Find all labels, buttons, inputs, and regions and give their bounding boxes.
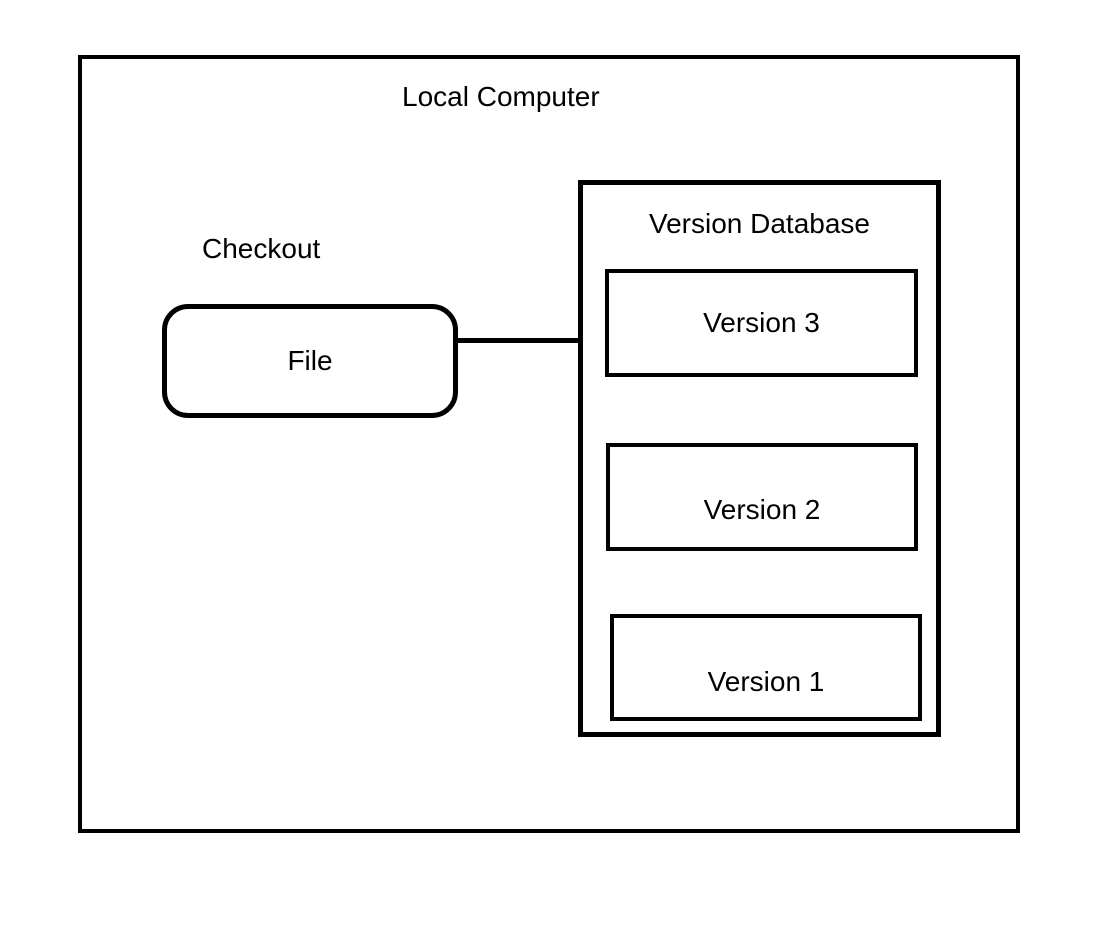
version-database-box: Version Database Version 3 Version 2 Ver… — [578, 180, 941, 737]
version-3-label: Version 3 — [703, 307, 820, 338]
file-node-label: File — [287, 345, 333, 376]
version-1-label: Version 1 — [707, 665, 825, 697]
file-to-version3-connector-line — [456, 338, 607, 343]
checkout-label: Checkout — [202, 233, 321, 264]
version-2-label: Version 2 — [703, 494, 821, 525]
version-database-label: Version Database — [648, 208, 871, 239]
version-1-node: Version 1 — [610, 614, 922, 721]
local-computer-label: Local Computer — [402, 81, 600, 112]
version-2-node: Version 2 — [606, 443, 918, 551]
version-3-node: Version 3 — [605, 269, 918, 377]
file-node: File — [162, 304, 458, 418]
